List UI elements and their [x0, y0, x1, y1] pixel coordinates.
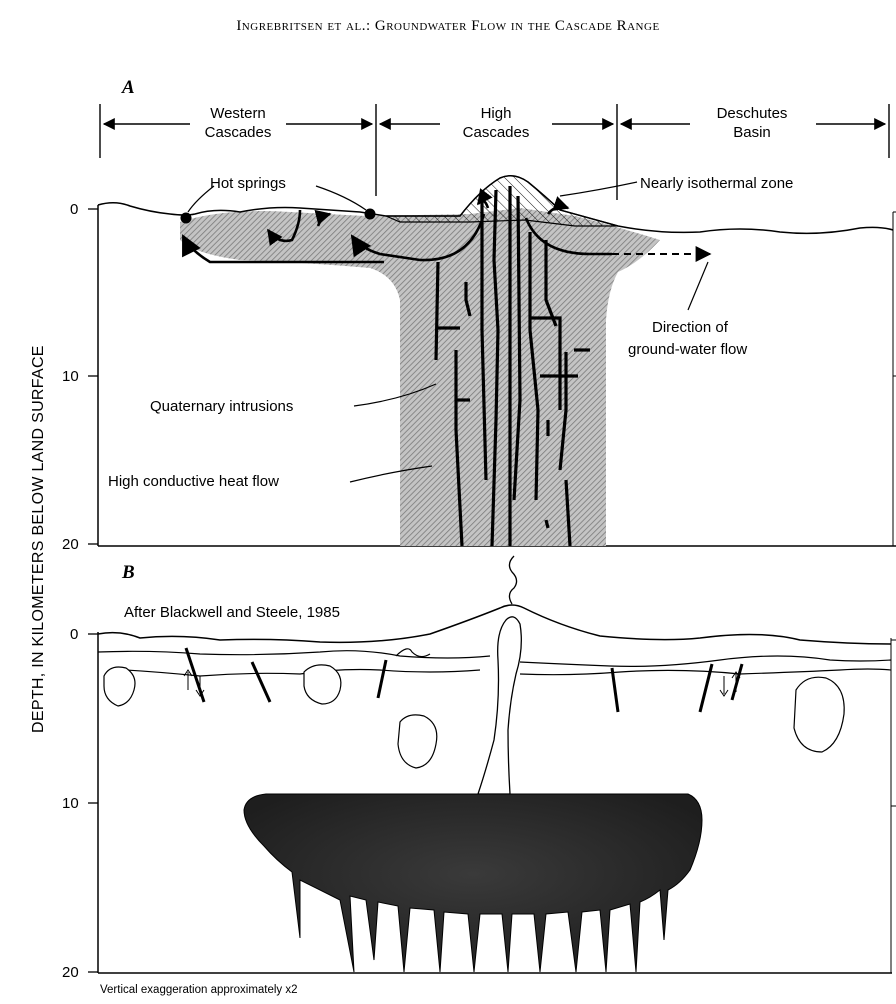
panel-b: B After Blackwell and Steele, 1985 0 10 …: [62, 556, 896, 996]
layer-line: [126, 670, 480, 677]
magma-chamber: [244, 794, 702, 972]
tick-a-20: 20: [62, 536, 79, 553]
tick-b-10: 10: [62, 795, 79, 812]
layer-line: [98, 651, 490, 658]
layer-line: [520, 656, 891, 666]
magma-conduit: [478, 617, 521, 794]
panel-b-credit: After Blackwell and Steele, 1985: [124, 604, 340, 621]
tick-a-10: 10: [62, 368, 79, 385]
label-heat-flow: High conductive heat flow: [108, 473, 279, 490]
isothermal-cone: [386, 176, 618, 226]
panel-b-letter: B: [121, 562, 135, 583]
region-western-line1: Western: [210, 105, 266, 122]
label-isothermal-zone: Nearly isothermal zone: [640, 175, 793, 192]
region-western-line2: Cascades: [205, 124, 272, 141]
tick-b-20: 20: [62, 964, 79, 981]
label-hot-springs: Hot springs: [210, 175, 286, 192]
label-quaternary-intrusions: Quaternary intrusions: [150, 398, 293, 415]
region-deschutes-line1: Deschutes: [717, 105, 788, 122]
region-deschutes-line2: Basin: [733, 124, 771, 141]
pluton: [398, 715, 437, 768]
tick-b-0: 0: [70, 626, 78, 643]
label-flow-direction-2: ground-water flow: [628, 341, 747, 358]
label-flow-direction-1: Direction of: [652, 319, 729, 336]
steam-plume: [509, 556, 516, 604]
pluton: [104, 667, 135, 706]
region-high-line1: High: [481, 105, 512, 122]
hot-spring-dot: [365, 209, 376, 220]
tick-a-0: 0: [70, 201, 78, 218]
footnote: Vertical exaggeration approximately x2: [100, 984, 298, 996]
region-high-line2: Cascades: [463, 124, 530, 141]
pluton: [304, 665, 341, 704]
pluton: [794, 677, 844, 752]
hot-spring-dot: [181, 213, 192, 224]
panel-a-letter: A: [121, 77, 135, 98]
layer-line: [520, 669, 891, 675]
panel-a: A Western Cascades High Cascades Deschut…: [62, 77, 896, 553]
y-axis-title: DEPTH, IN KILOMETERS BELOW LAND SURFACE: [30, 345, 47, 733]
